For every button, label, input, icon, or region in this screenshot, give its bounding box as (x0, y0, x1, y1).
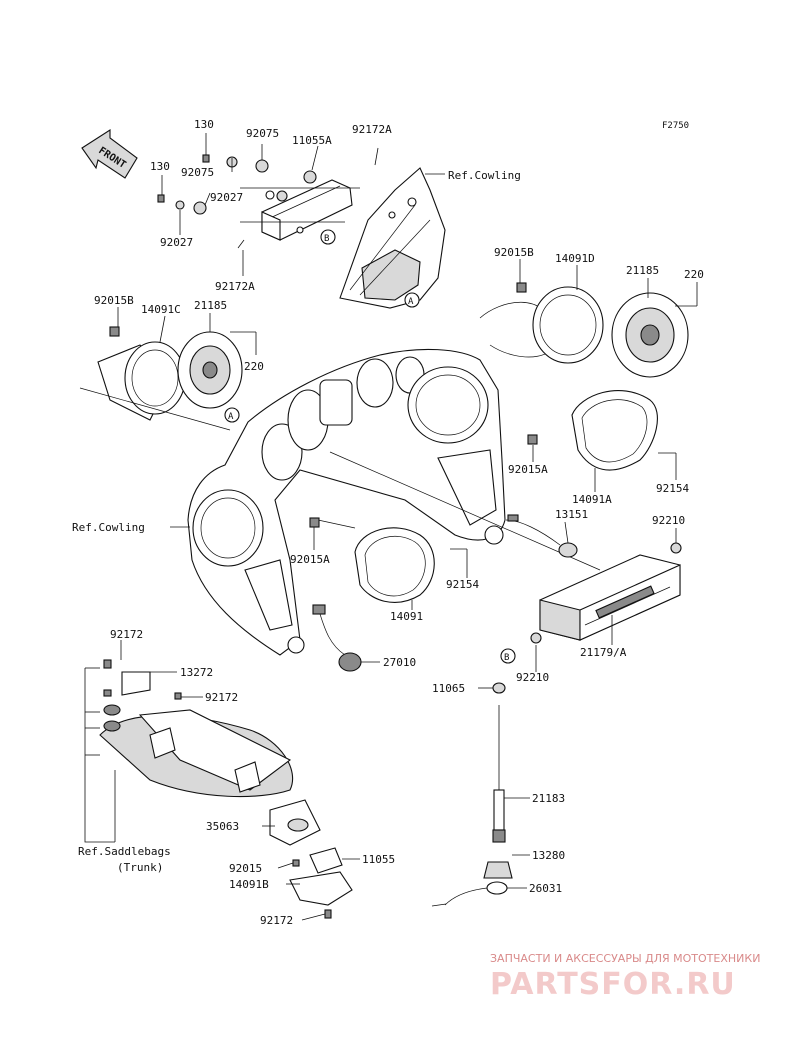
part-92172-bot: 92172 (260, 914, 293, 927)
upper-cowling-section: A (339, 167, 446, 309)
part-11055A: 11055A (292, 134, 332, 147)
part-130-left: 130 (150, 160, 170, 173)
part-92154-left: 92154 (446, 578, 479, 591)
watermark-tagline: ЗАПЧАСТИ И АКСЕССУАРЫ ДЛЯ МОТОТЕХНИКИ (490, 952, 760, 965)
part-92027-left: 92027 (160, 236, 193, 249)
part-11065: 11065 (432, 682, 465, 695)
part-220-left: 220 (244, 360, 264, 373)
part-21185-left: 21185 (194, 299, 227, 312)
audio-jack-group (505, 514, 578, 558)
part-14091A: 14091A (572, 493, 612, 506)
part-92075-top: 92075 (246, 127, 279, 140)
figure-code: F2750 (662, 121, 689, 131)
part-92172A-bot: 92172A (215, 280, 255, 293)
inner-fairing: A (187, 348, 506, 656)
radio-unit: B (500, 542, 682, 664)
callout-a-upper: A (408, 297, 414, 307)
right-grill-group (527, 390, 676, 471)
ref-cowling-top: Ref.Cowling (448, 169, 521, 182)
part-92154-right: 92154 (656, 482, 689, 495)
part-92210-bot: 92210 (516, 671, 549, 684)
part-26031: 26031 (529, 882, 562, 895)
front-arrow-icon: FRONT (81, 128, 138, 179)
part-92015A-left: 92015A (290, 553, 330, 566)
part-21179A: 21179/A (580, 646, 627, 659)
part-13151: 13151 (555, 508, 588, 521)
ref-saddlebags-line2: (Trunk) (117, 861, 163, 874)
part-14091C: 14091C (141, 303, 181, 316)
part-11055: 11055 (362, 853, 395, 866)
left-speaker-group (97, 326, 256, 421)
ref-cowling-left: Ref.Cowling (72, 521, 145, 534)
callout-b-radio: B (504, 653, 509, 663)
part-92027-mid: 92027 (210, 191, 243, 204)
part-92015A-right: 92015A (508, 463, 548, 476)
trunk-mount-group (99, 659, 353, 919)
right-speaker-group (479, 282, 697, 378)
connector-27010-group (312, 604, 362, 672)
part-92172A-top: 92172A (352, 123, 392, 136)
ref-saddlebags-line1: Ref.Saddlebags (78, 845, 171, 858)
part-35063: 35063 (206, 820, 239, 833)
callout-a-fairing: A (228, 412, 234, 422)
part-92172-mid: 92172 (205, 691, 238, 704)
antenna-group (431, 682, 513, 907)
part-27010: 27010 (383, 656, 416, 669)
part-21185-right: 21185 (626, 264, 659, 277)
part-13272: 13272 (180, 666, 213, 679)
part-92075-mid: 92075 (181, 166, 214, 179)
part-21183: 21183 (532, 792, 565, 805)
part-92172-top: 92172 (110, 628, 143, 641)
left-grill-group (309, 517, 467, 603)
part-92015B-left: 92015B (94, 294, 134, 307)
part-220-right: 220 (684, 268, 704, 281)
part-13280: 13280 (532, 849, 565, 862)
part-92015: 92015 (229, 862, 262, 875)
upper-bracket-group: B (157, 147, 379, 249)
part-14091D: 14091D (555, 252, 595, 265)
part-130-top: 130 (194, 118, 214, 131)
watermark-brand: PARTSFOR.RU (490, 967, 736, 1002)
callout-b-upper: B (324, 234, 329, 244)
part-92015B-right: 92015B (494, 246, 534, 259)
part-14091: 14091 (390, 610, 423, 623)
part-14091B: 14091B (229, 878, 269, 891)
part-92210-top: 92210 (652, 514, 685, 527)
